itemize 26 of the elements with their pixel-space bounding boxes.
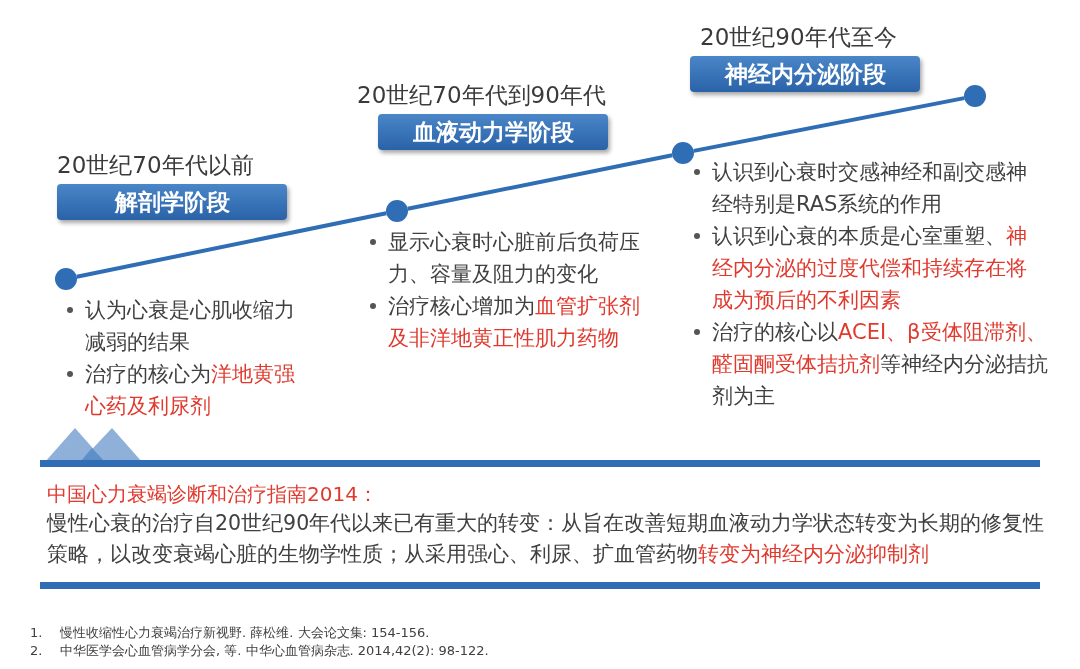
era-heading: 20世纪70年代到90年代 [357,81,606,110]
bullet-text: 显示心衰时心脏前后负荷压力、容量及阻力的变化 [388,229,641,288]
stage-badge: 解剖学阶段 [57,184,287,220]
bullet-text: 治疗的核心为洋地黄强心药及利尿剂 [85,361,296,420]
bullet-text: 治疗核心增加为血管扩张剂及非洋地黄正性肌力药物 [388,293,641,352]
stage-badge: 神经内分泌阶段 [690,56,920,92]
reference-text: 2. [30,642,44,660]
timeline-dot [55,268,77,290]
timeline-dot [672,142,694,164]
timeline-dot [964,85,986,107]
guideline-text: 慢性心衰的治疗自20世纪90年代以来已有重大的转变：从旨在改善短期血液动力学状态转变为长期的修复性策略，以改变衰竭心脏的生物学性质；从采用强心、利尿、扩血管药物转变为神经内分泌抑制剂 [47,510,1046,568]
era-heading: 20世纪90年代至今 [700,23,897,52]
era-heading: 20世纪70年代以前 [57,151,254,180]
timeline-line [693,96,965,153]
timeline-line [76,211,387,279]
bullet-text: 治疗的核心以ACEI、β受体阻滞剂、醛固酮受体拮抗剂等神经内分泌拮抗剂为主 [712,319,1049,410]
guideline-title: 中国心力衰竭诊断和治疗指南2014： [47,481,379,508]
bullet-text: 认为心衰是心肌收缩力减弱的结果 [85,297,296,356]
reference-text: 1. [30,624,44,642]
timeline-dot [386,200,408,222]
bullet-text: 认识到心衰的本质是心室重塑、神经内分泌的过度代偿和持续存在将成为预后的不利因素 [712,223,1028,314]
reference-text: 慢性收缩性心力衰竭治疗新视野. 薛松维. 大会论文集: 154-156. [60,624,431,642]
bullet-text: 认识到心衰时交感神经和副交感神经特别是RAS系统的作用 [712,159,1028,218]
stage-badge: 血液动力学阶段 [378,114,608,150]
timeline-line [407,153,673,211]
reference-text: 中华医学会心血管病学分会, 等. 中华心血管病杂志. 2014,42(2): 98-122. [60,642,490,660]
